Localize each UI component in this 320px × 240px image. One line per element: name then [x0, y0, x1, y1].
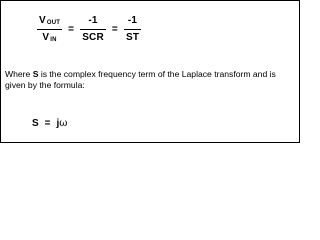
numerator-minus-one: -1 [127, 14, 138, 26]
numerator-minus-one: -1 [88, 14, 98, 26]
fraction-bar [123, 28, 142, 30]
equals-sign: = [68, 23, 75, 35]
description-prefix: Where [5, 69, 33, 79]
fraction-bar [37, 28, 63, 30]
vout-symbol: V [39, 14, 46, 26]
denominator-st: ST [125, 31, 140, 43]
formula-omega: ω [59, 118, 68, 129]
description-suffix: is the complex frequency term of the Lap… [5, 69, 276, 90]
denominator-scr: SCR [82, 31, 104, 43]
formula-equals-sign: = [44, 118, 51, 129]
fraction-bar [80, 28, 106, 30]
formula-j: j [56, 118, 60, 129]
vin-symbol: V [42, 31, 50, 43]
vin-subscript: IN [50, 36, 57, 43]
vout-subscript: OUT [46, 19, 61, 26]
fraction-minus-one-over-st: -1 ST [123, 14, 142, 45]
fraction-minus-one-over-scr: -1 SCR [80, 14, 106, 45]
description-symbol-s: S [32, 69, 39, 79]
equals-sign: = [111, 23, 118, 35]
formula-lhs-s: S [32, 118, 39, 129]
description-paragraph: Where S is the complex frequency term of… [5, 69, 297, 91]
